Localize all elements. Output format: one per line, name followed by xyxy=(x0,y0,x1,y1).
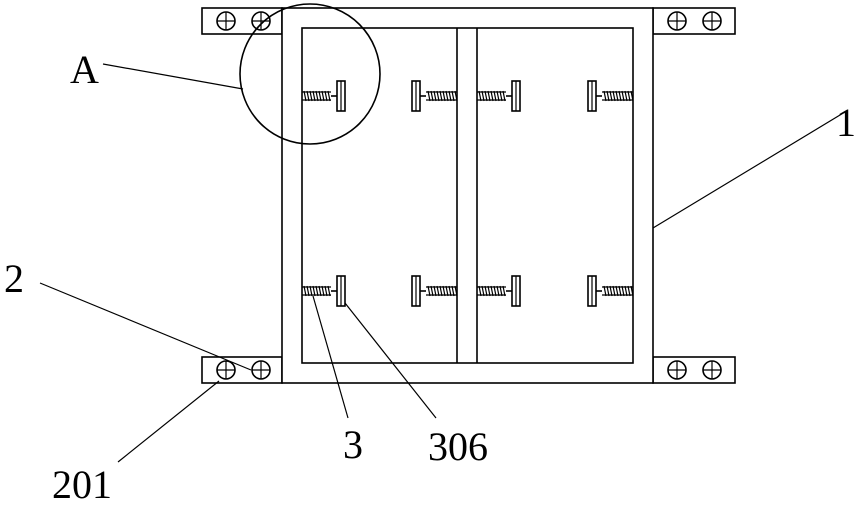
leader-1 xyxy=(653,112,845,228)
bolt-head-icon xyxy=(703,361,721,379)
bolt-head-icon xyxy=(217,12,235,30)
bolt-head-icon xyxy=(703,12,721,30)
bolt-head-icon xyxy=(252,12,270,30)
label-1: 1 xyxy=(836,100,856,145)
label-2: 2 xyxy=(4,256,24,301)
bracket-top-right xyxy=(653,8,735,34)
clamp-pad-icon xyxy=(337,276,345,306)
bolt-head-icon xyxy=(217,361,235,379)
leader-201 xyxy=(118,381,219,462)
frame-outer xyxy=(282,8,653,383)
clamp-pad-icon xyxy=(512,81,520,111)
label-201: 201 xyxy=(52,462,112,507)
bolt-head-icon xyxy=(668,361,686,379)
clamp-pad-icon xyxy=(412,81,420,111)
bolt-head-icon xyxy=(668,12,686,30)
clamp-pad-icon xyxy=(512,276,520,306)
label-306: 306 xyxy=(428,424,488,469)
clamp-pad-icon xyxy=(412,276,420,306)
frame xyxy=(282,8,653,383)
clamp-pad-icon xyxy=(588,276,596,306)
clamp-pad-icon xyxy=(337,81,345,111)
leader-a xyxy=(103,64,243,89)
clamp-pad-icon xyxy=(588,81,596,111)
leader-2 xyxy=(40,283,251,370)
bolt-head-icon xyxy=(252,361,270,379)
label-3: 3 xyxy=(343,422,363,467)
bracket-bottom-right xyxy=(653,357,735,383)
label-a: A xyxy=(70,47,99,92)
